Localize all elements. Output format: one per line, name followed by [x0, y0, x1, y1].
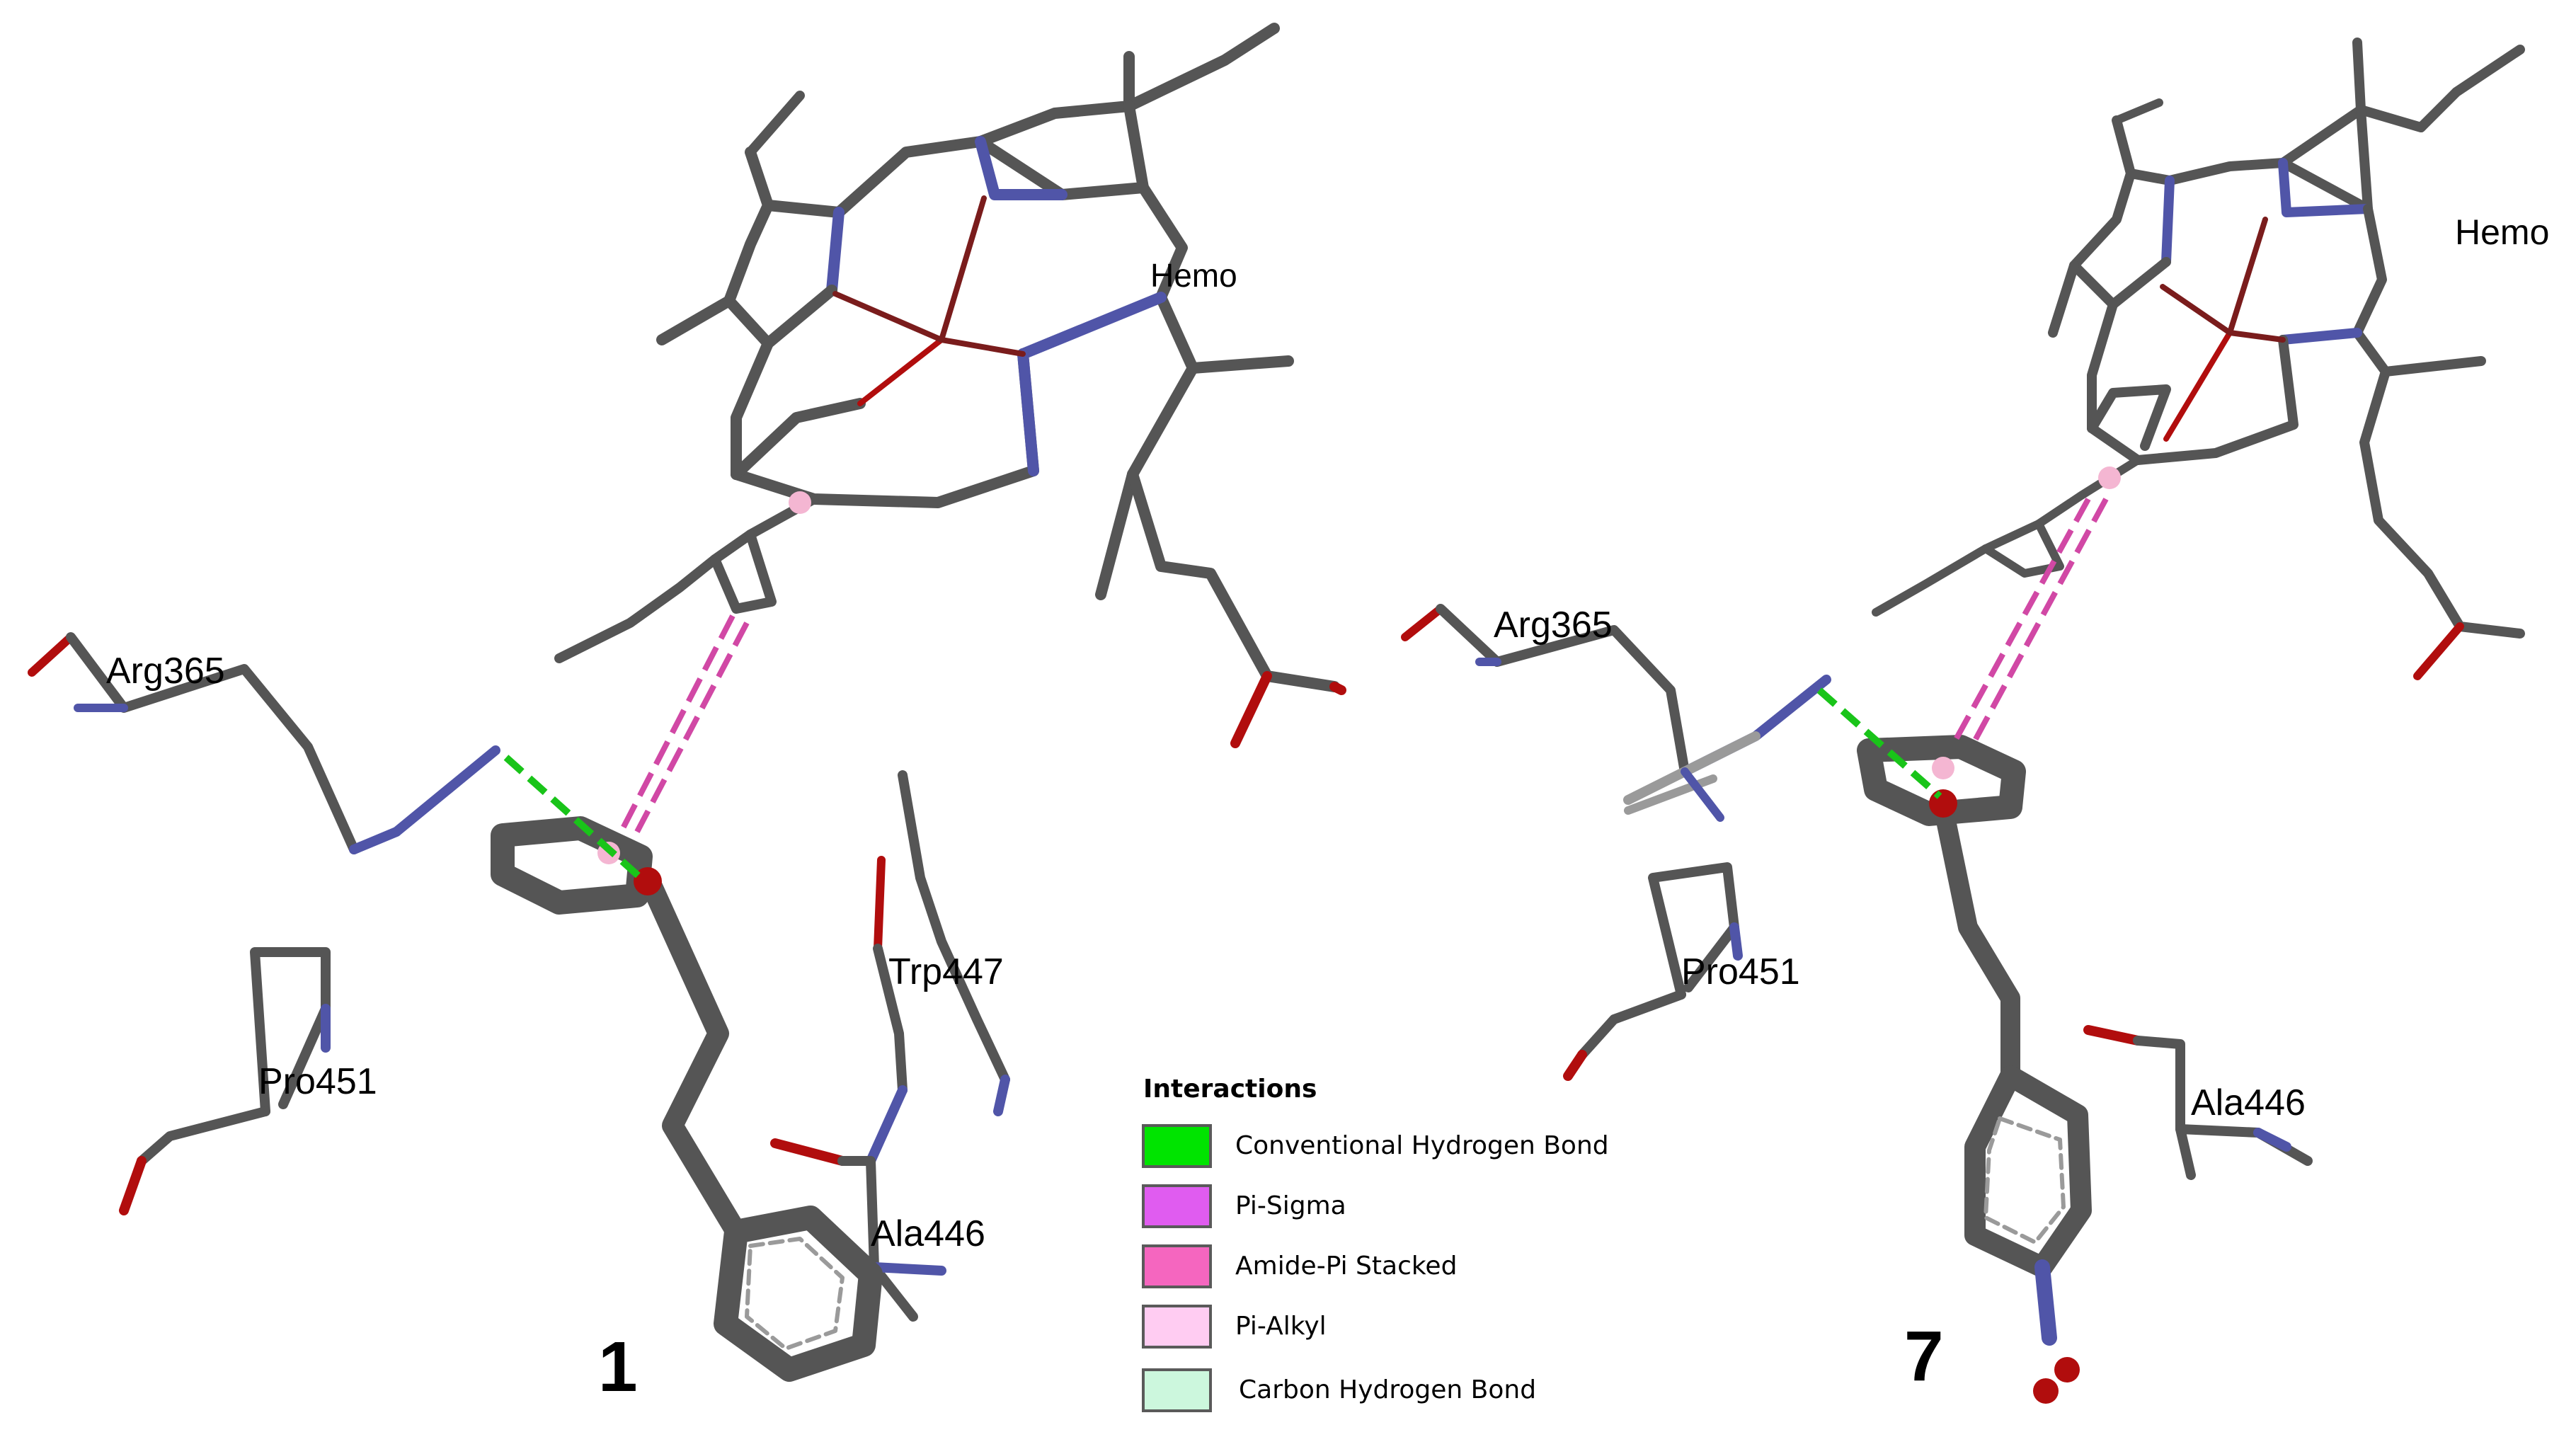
legend-swatch — [1142, 1124, 1212, 1168]
legend-label: Pi-Alkyl — [1235, 1312, 1327, 1341]
hbond-line-panel-7 — [1816, 687, 1942, 799]
pi-centroid-ligand-7 — [1932, 757, 1954, 779]
interactions-legend: Interactions Conventional Hydrogen Bond … — [1142, 1075, 1609, 1412]
panel-1: Arg365 Pro451 Trp447 Ala446 Hemo 1 — [28, 23, 1346, 1407]
residue-ala446-panel-7 — [2083, 1025, 2313, 1180]
legend-item: Conventional Hydrogen Bond — [1142, 1124, 1609, 1168]
pi-line-panel-1b — [634, 622, 750, 833]
residue-ala446-panel-1 — [770, 1138, 946, 1322]
legend-title: Interactions — [1143, 1075, 1317, 1104]
legend-label: Pi-Sigma — [1235, 1191, 1346, 1220]
heme-structure-panel-7 — [1872, 38, 2525, 680]
residue-pro451-panel-7 — [1563, 862, 1743, 1081]
residue-label: Hemo — [2455, 212, 2549, 252]
legend-swatch — [1142, 1244, 1212, 1288]
pi-centroid-heme-1 — [789, 491, 811, 514]
pi-line-panel-7b — [1969, 498, 2109, 748]
ligand-1 — [491, 816, 883, 1382]
panel-7: Arg365 Pro451 Ala446 Hemo 7 — [1401, 38, 2549, 1404]
legend-swatch — [1142, 1184, 1212, 1228]
nitro-oxygen-b — [2054, 1357, 2080, 1382]
residue-label: Hemo — [1150, 257, 1237, 294]
residue-label: Ala446 — [2191, 1082, 2306, 1123]
legend-label: Conventional Hydrogen Bond — [1235, 1131, 1609, 1160]
ligand-7 — [1857, 735, 2092, 1346]
residue-trp447-panel-1 — [866, 770, 1010, 1166]
legend-swatch — [1142, 1305, 1212, 1349]
legend-item: Carbon Hydrogen Bond — [1142, 1368, 1536, 1412]
residue-arg365-panel-7 — [1401, 604, 1831, 822]
legend-item: Pi-Sigma — [1142, 1184, 1346, 1228]
pi-line-panel-7a — [1951, 498, 2091, 745]
ligand-oxygen-1 — [634, 867, 662, 895]
residue-label: Ala446 — [871, 1213, 985, 1254]
residue-label: Pro451 — [258, 1061, 377, 1102]
legend-label: Carbon Hydrogen Bond — [1239, 1375, 1536, 1404]
residue-label: Pro451 — [1681, 951, 1800, 992]
ligand-oxygen-7 — [1929, 789, 1957, 818]
residue-label: Arg365 — [1494, 605, 1613, 646]
residue-arg365-panel-1 — [28, 632, 500, 854]
legend-swatch — [1142, 1368, 1212, 1412]
heme-structure-panel-1 — [554, 23, 1346, 748]
panel-label: 7 — [1904, 1317, 1944, 1396]
panel-label: 1 — [598, 1327, 638, 1407]
residue-pro451-panel-1 — [119, 947, 331, 1215]
legend-item: Amide-Pi Stacked — [1142, 1244, 1457, 1288]
pi-centroid-heme-7 — [2098, 466, 2121, 489]
legend-label: Amide-Pi Stacked — [1235, 1252, 1457, 1281]
residue-label: Arg365 — [106, 651, 225, 692]
residue-label: Trp447 — [888, 951, 1004, 992]
pi-line-panel-1a — [620, 614, 735, 830]
legend-item: Pi-Alkyl — [1142, 1305, 1327, 1349]
nitro-oxygen-a — [2033, 1378, 2059, 1404]
